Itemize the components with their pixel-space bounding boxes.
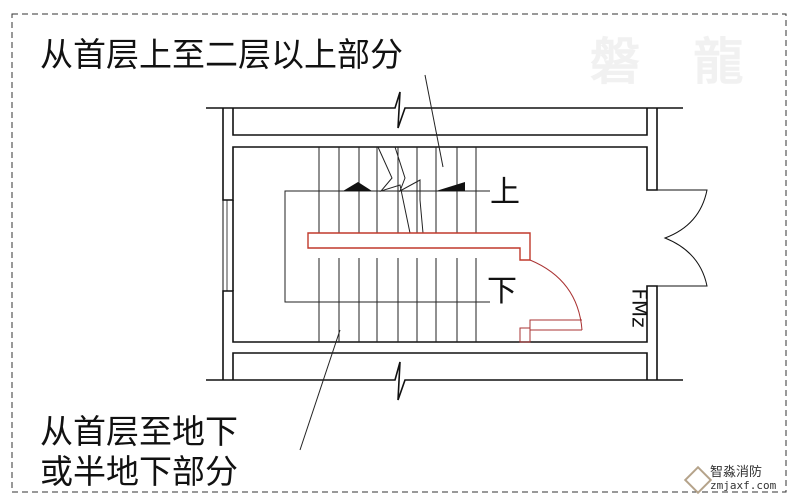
watermark: 磐 龍 (590, 33, 762, 91)
up-label: 上 (490, 175, 520, 210)
door-code-label: FMz (627, 288, 652, 328)
logo-name: 智淼消防 (710, 465, 763, 480)
logo: 智淼消防 zmjaxf.com (710, 466, 776, 491)
stair-treads (318, 147, 477, 342)
leader-line-top (424, 74, 444, 168)
leader-line-bottom (299, 329, 341, 451)
bottom-callout-label-2: 或半地下部分 (40, 452, 238, 491)
direction-line (284, 190, 490, 303)
bottom-callout-label-1: 从首层至地下 (40, 412, 238, 451)
dashed-frame (11, 13, 787, 493)
handrail (307, 232, 531, 261)
exit-door-swing (657, 189, 708, 287)
logo-url: zmjaxf.com (710, 478, 777, 492)
walls (206, 91, 683, 401)
door-leaf (529, 319, 582, 331)
arrow-up-left (343, 182, 372, 191)
top-callout-label: 从首层上至二层以上部分 (40, 35, 403, 74)
arrow-up-right (436, 182, 465, 191)
down-label: 下 (487, 274, 517, 309)
break-line (377, 146, 424, 234)
